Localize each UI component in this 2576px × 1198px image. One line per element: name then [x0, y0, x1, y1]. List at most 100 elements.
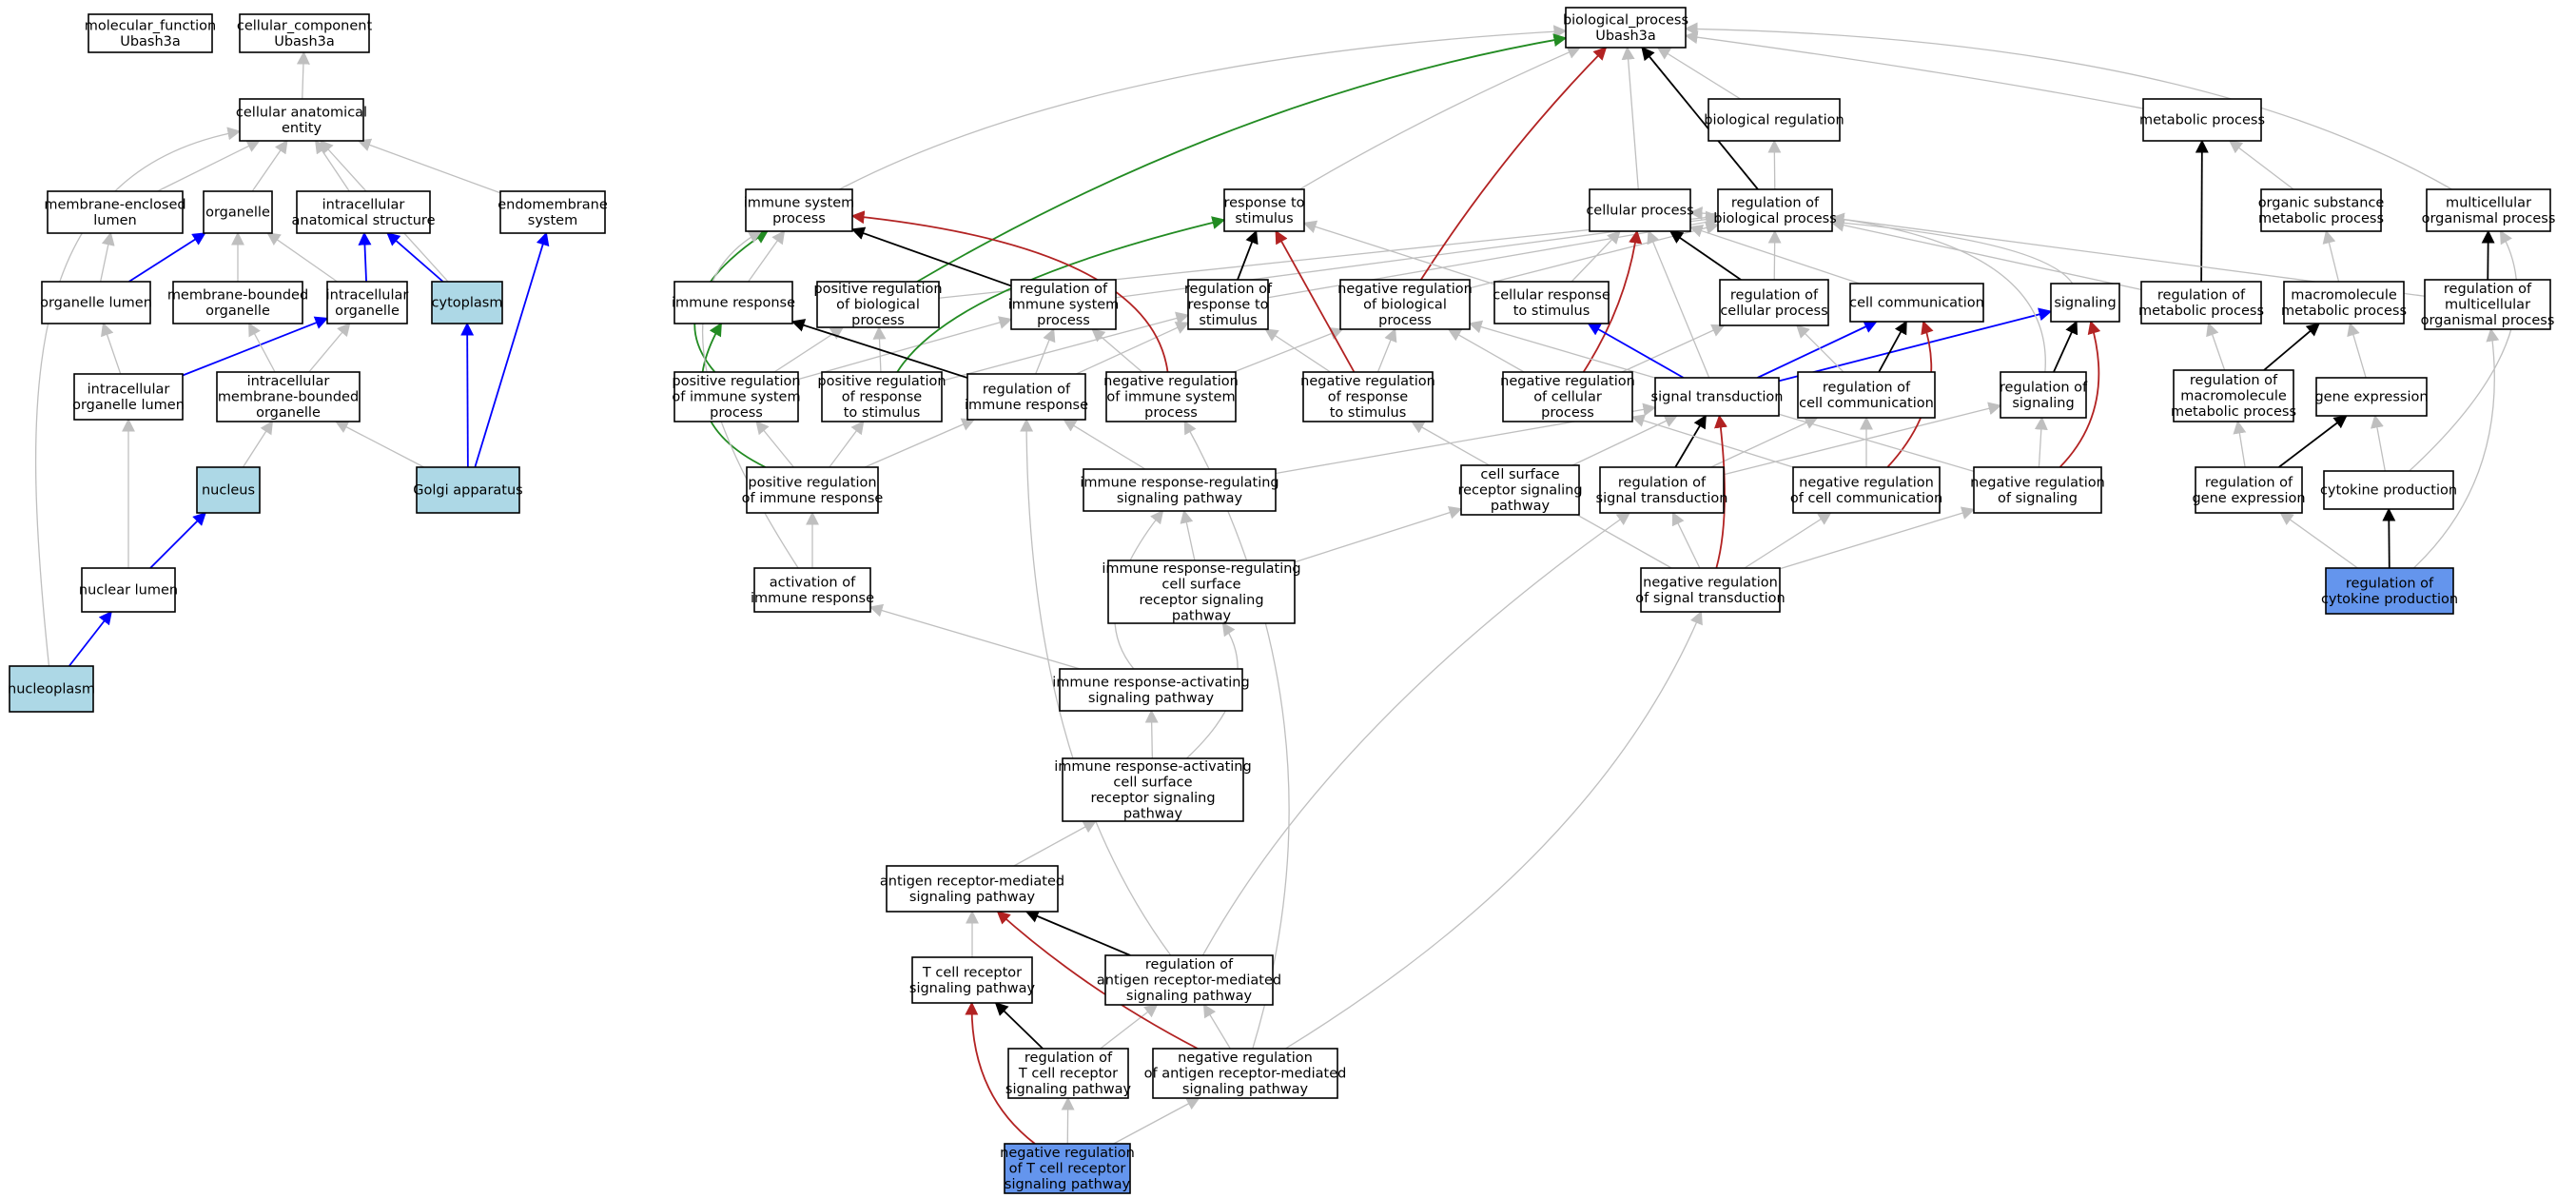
- node-label: positive regulation: [748, 475, 876, 490]
- node-label: immune response-regulating: [1080, 475, 1278, 490]
- edge-negatively-regulates: [1714, 414, 1727, 569]
- edge-is-a: [1063, 419, 1146, 470]
- edge-negatively-regulates: [2059, 320, 2101, 468]
- node-label: Ubash3a: [1595, 29, 1656, 44]
- node-label: intracellular: [322, 197, 405, 212]
- node-label: positive regulation: [817, 374, 946, 389]
- edge-is-a: [1621, 46, 1639, 190]
- node-label: negative regulation: [1103, 374, 1239, 389]
- node-label: of immune system: [672, 390, 800, 405]
- node-box: [2050, 283, 2120, 323]
- edge-is-a: [334, 421, 425, 468]
- edge-regulates: [2053, 320, 2078, 373]
- edge-is-a: [1830, 212, 2046, 373]
- go-term-node-signaling: signaling: [2050, 283, 2120, 323]
- node-label: nuclear lumen: [79, 583, 178, 599]
- node-box: [1599, 466, 1725, 514]
- edge-is-a: [2371, 414, 2386, 472]
- edge-is-a: [1744, 512, 1832, 569]
- node-label: pathway: [1491, 499, 1551, 514]
- node-label: negative regulation: [1643, 575, 1778, 590]
- node-label: cell communication: [1799, 396, 1934, 411]
- node-label: regulation of: [2157, 287, 2246, 303]
- node-box: [745, 188, 853, 232]
- node-label: membrane-enclosed: [44, 197, 185, 212]
- edge-part-of: [182, 316, 329, 377]
- node-label: signaling: [2054, 296, 2116, 311]
- edge-is-a: [1710, 416, 1819, 468]
- edge-is-a: [2034, 416, 2048, 468]
- node-box: [9, 665, 94, 713]
- node-label: molecular_function: [85, 18, 216, 33]
- edge-is-a: [2233, 420, 2247, 468]
- node-box: [431, 281, 503, 324]
- node-label: immune response: [965, 398, 1088, 413]
- node-label: gene expression: [2192, 491, 2305, 506]
- node-box: [41, 281, 151, 324]
- node-label: process: [1037, 313, 1090, 328]
- go-term-node-immune-response: immune response: [672, 281, 795, 324]
- node-box: [239, 13, 370, 53]
- node-label: Ubash3a: [274, 34, 335, 49]
- node-label: endomembrane: [498, 197, 608, 212]
- node-box: [2283, 281, 2405, 324]
- edge-is-a: [251, 139, 288, 192]
- node-label: cell surface: [1480, 467, 1559, 482]
- node-box: [746, 466, 879, 514]
- node-box: [1004, 1143, 1131, 1194]
- node-label: of immune response: [742, 491, 884, 506]
- node-label: cell communication: [1849, 296, 1984, 311]
- edge-is-a: [839, 25, 1568, 190]
- node-box: [1302, 371, 1434, 422]
- edge-positively-regulates: [916, 33, 1568, 283]
- node-box: [1640, 567, 1781, 613]
- node-box: [673, 371, 799, 422]
- node-label: receptor signaling: [1139, 593, 1263, 608]
- node-box: [966, 373, 1086, 421]
- node-label: immune system: [1008, 298, 1120, 313]
- edge-part-of: [128, 232, 206, 283]
- edge-is-a: [1091, 328, 1143, 373]
- node-box: [2142, 98, 2262, 142]
- node-label: regulation of: [983, 382, 1071, 397]
- edge-is-a: [1113, 1097, 1200, 1145]
- node-label: of signal transduction: [1635, 591, 1786, 606]
- node-label: signaling pathway: [909, 890, 1036, 905]
- edge-is-a: [1447, 328, 1525, 373]
- node-label: process: [1541, 405, 1594, 421]
- node-box: [73, 373, 184, 421]
- node-label: membrane-bounded: [218, 390, 359, 405]
- edge-is-a: [242, 420, 274, 468]
- node-box: [1849, 283, 1984, 323]
- node-label: organic substance: [2258, 195, 2385, 210]
- node-label: positive regulation: [672, 374, 800, 389]
- edge-is-a: [2322, 229, 2340, 283]
- node-box: [172, 281, 303, 324]
- node-label: process: [772, 211, 826, 226]
- node-label: metabolic process: [2281, 304, 2407, 319]
- edge-is-a: [1571, 415, 1679, 466]
- node-label: antigen receptor-mediated: [1097, 973, 1281, 989]
- node-box: [2426, 188, 2551, 232]
- node-label: lumen: [93, 213, 136, 228]
- node-label: signal transduction: [1651, 390, 1784, 405]
- node-label: of cellular: [1533, 390, 1602, 405]
- node-label: immune response-activating: [1052, 675, 1249, 690]
- node-label: pathway: [1123, 806, 1183, 821]
- edge-is-a: [308, 322, 351, 373]
- node-label: regulation of: [1184, 282, 1273, 297]
- node-label: cytoplasm: [432, 296, 503, 311]
- node-label: activation of: [770, 575, 856, 590]
